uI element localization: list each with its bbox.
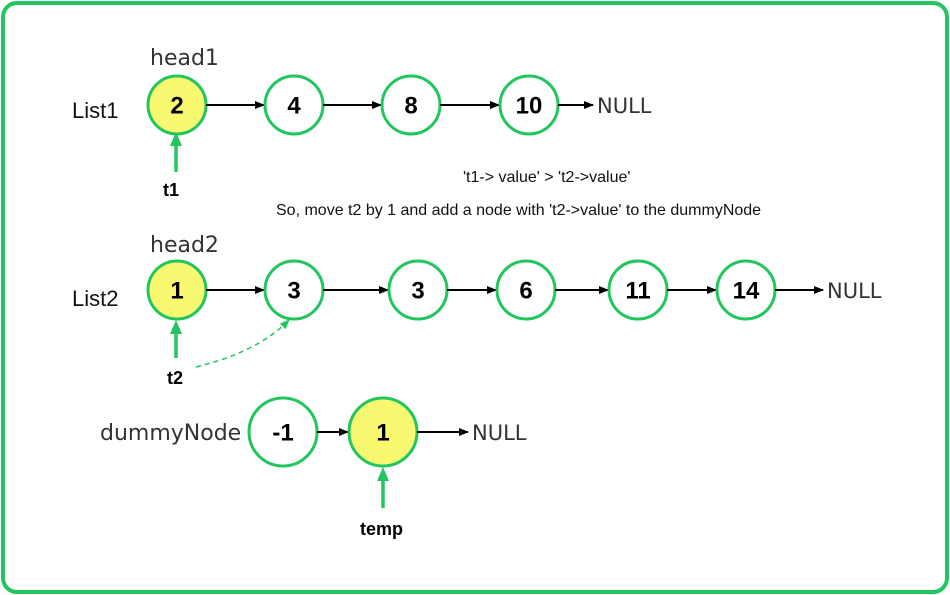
- list1-head-label: head1: [150, 46, 219, 71]
- list1-label: List1: [72, 98, 118, 123]
- list1-node-value-2: 8: [404, 93, 417, 120]
- t1-pointer-label: t1: [163, 180, 179, 200]
- list1-null-terminator: NULL: [597, 94, 652, 118]
- list2-nodes: 1 3 3 6 11 14 NULL: [146, 259, 882, 321]
- annotation-line-1: 't1-> value' > 't2->value': [463, 169, 630, 186]
- dummy-node-value-0: -1: [272, 420, 293, 447]
- list1-nodes: 2 4 8 10 NULL: [146, 74, 652, 136]
- t2-move-dashed-arrow: [195, 319, 290, 368]
- list2-head-label: head2: [150, 233, 219, 258]
- list2-node-value-0: 1: [170, 278, 183, 305]
- annotation-line-2: So, move t2 by 1 and add a node with 't2…: [276, 202, 761, 219]
- t2-pointer-label: t2: [167, 368, 183, 388]
- list2-node-value-3: 6: [519, 278, 532, 305]
- list2-node-value-1: 3: [287, 278, 300, 305]
- dummy-node-value-1: 1: [376, 420, 389, 447]
- list2-null-terminator: NULL: [827, 279, 882, 303]
- list2-node-value-4: 11: [625, 278, 650, 305]
- dummy-node-label: dummyNode: [100, 421, 241, 446]
- list1-node-value-0: 2: [170, 93, 183, 120]
- dummy-nodes: -1 1 NULL: [247, 396, 527, 468]
- temp-pointer-label: temp: [360, 519, 403, 539]
- list2-node-value-5: 14: [733, 278, 760, 305]
- list1-node-value-1: 4: [287, 93, 301, 120]
- dummy-null-terminator: NULL: [472, 421, 527, 445]
- list1-node-value-3: 10: [516, 93, 543, 120]
- list2-label: List2: [72, 286, 118, 311]
- list2-node-value-2: 3: [411, 278, 424, 305]
